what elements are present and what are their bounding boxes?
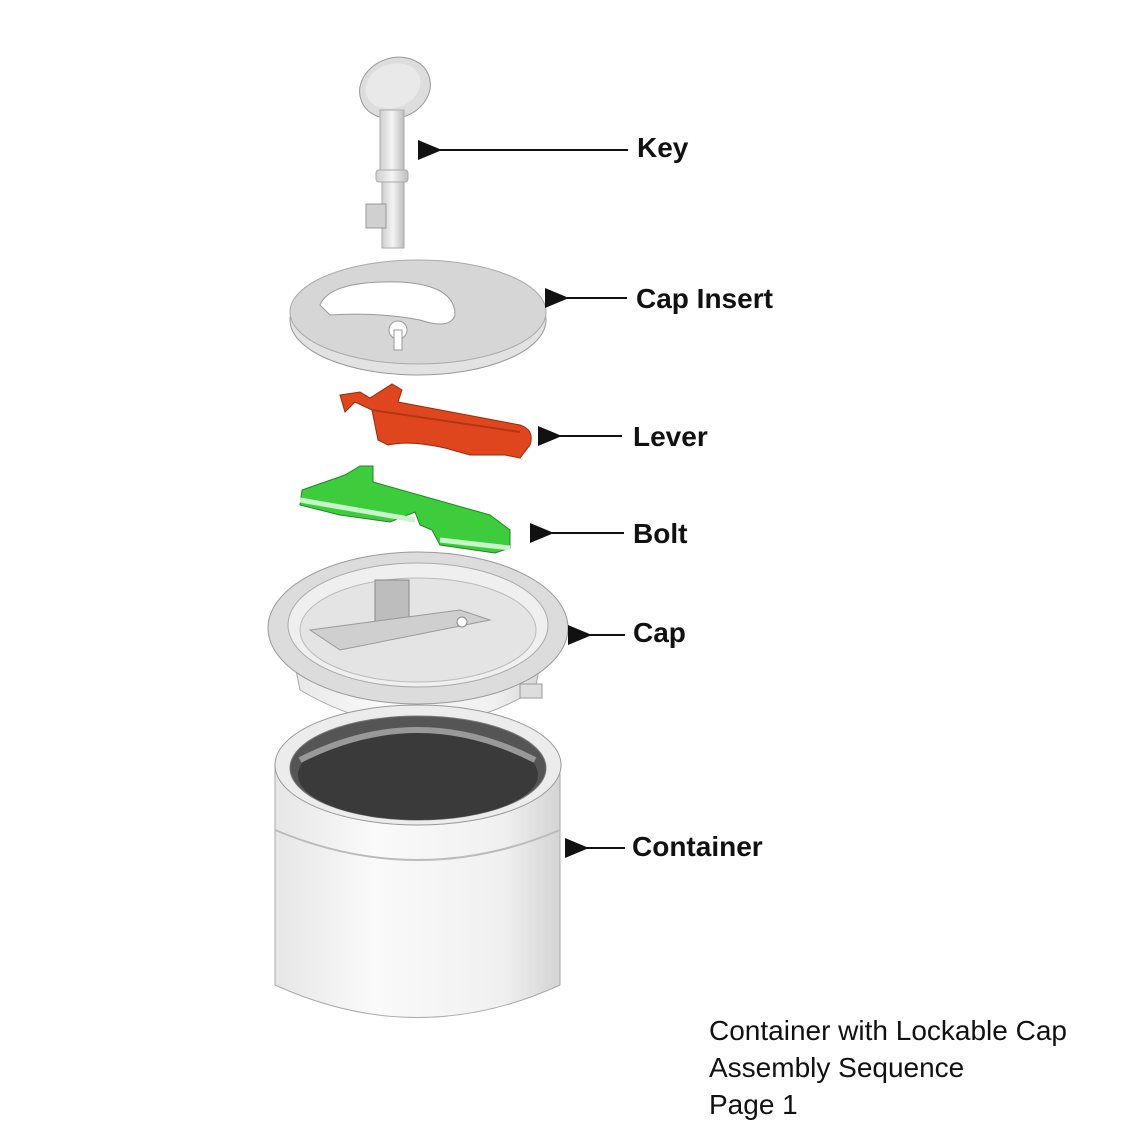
cap-insert-part	[289, 259, 547, 376]
key-part	[359, 56, 431, 249]
container-label: Container	[632, 831, 763, 862]
cap-label: Cap	[633, 617, 686, 648]
container-part	[274, 704, 562, 1018]
bolt-label: Bolt	[633, 518, 688, 549]
caption-page: Page 1	[709, 1089, 798, 1120]
caption-title: Container with Lockable Cap	[709, 1015, 1067, 1046]
key-label: Key	[637, 132, 689, 163]
caption-subtitle: Assembly Sequence	[709, 1052, 965, 1083]
caption-block: Container with Lockable Cap Assembly Seq…	[709, 1012, 1067, 1123]
lever-label: Lever	[633, 421, 708, 452]
bolt-part	[299, 465, 511, 554]
cap-insert-label: Cap Insert	[636, 283, 773, 314]
cap-part	[267, 551, 569, 726]
lever-part	[339, 383, 532, 459]
